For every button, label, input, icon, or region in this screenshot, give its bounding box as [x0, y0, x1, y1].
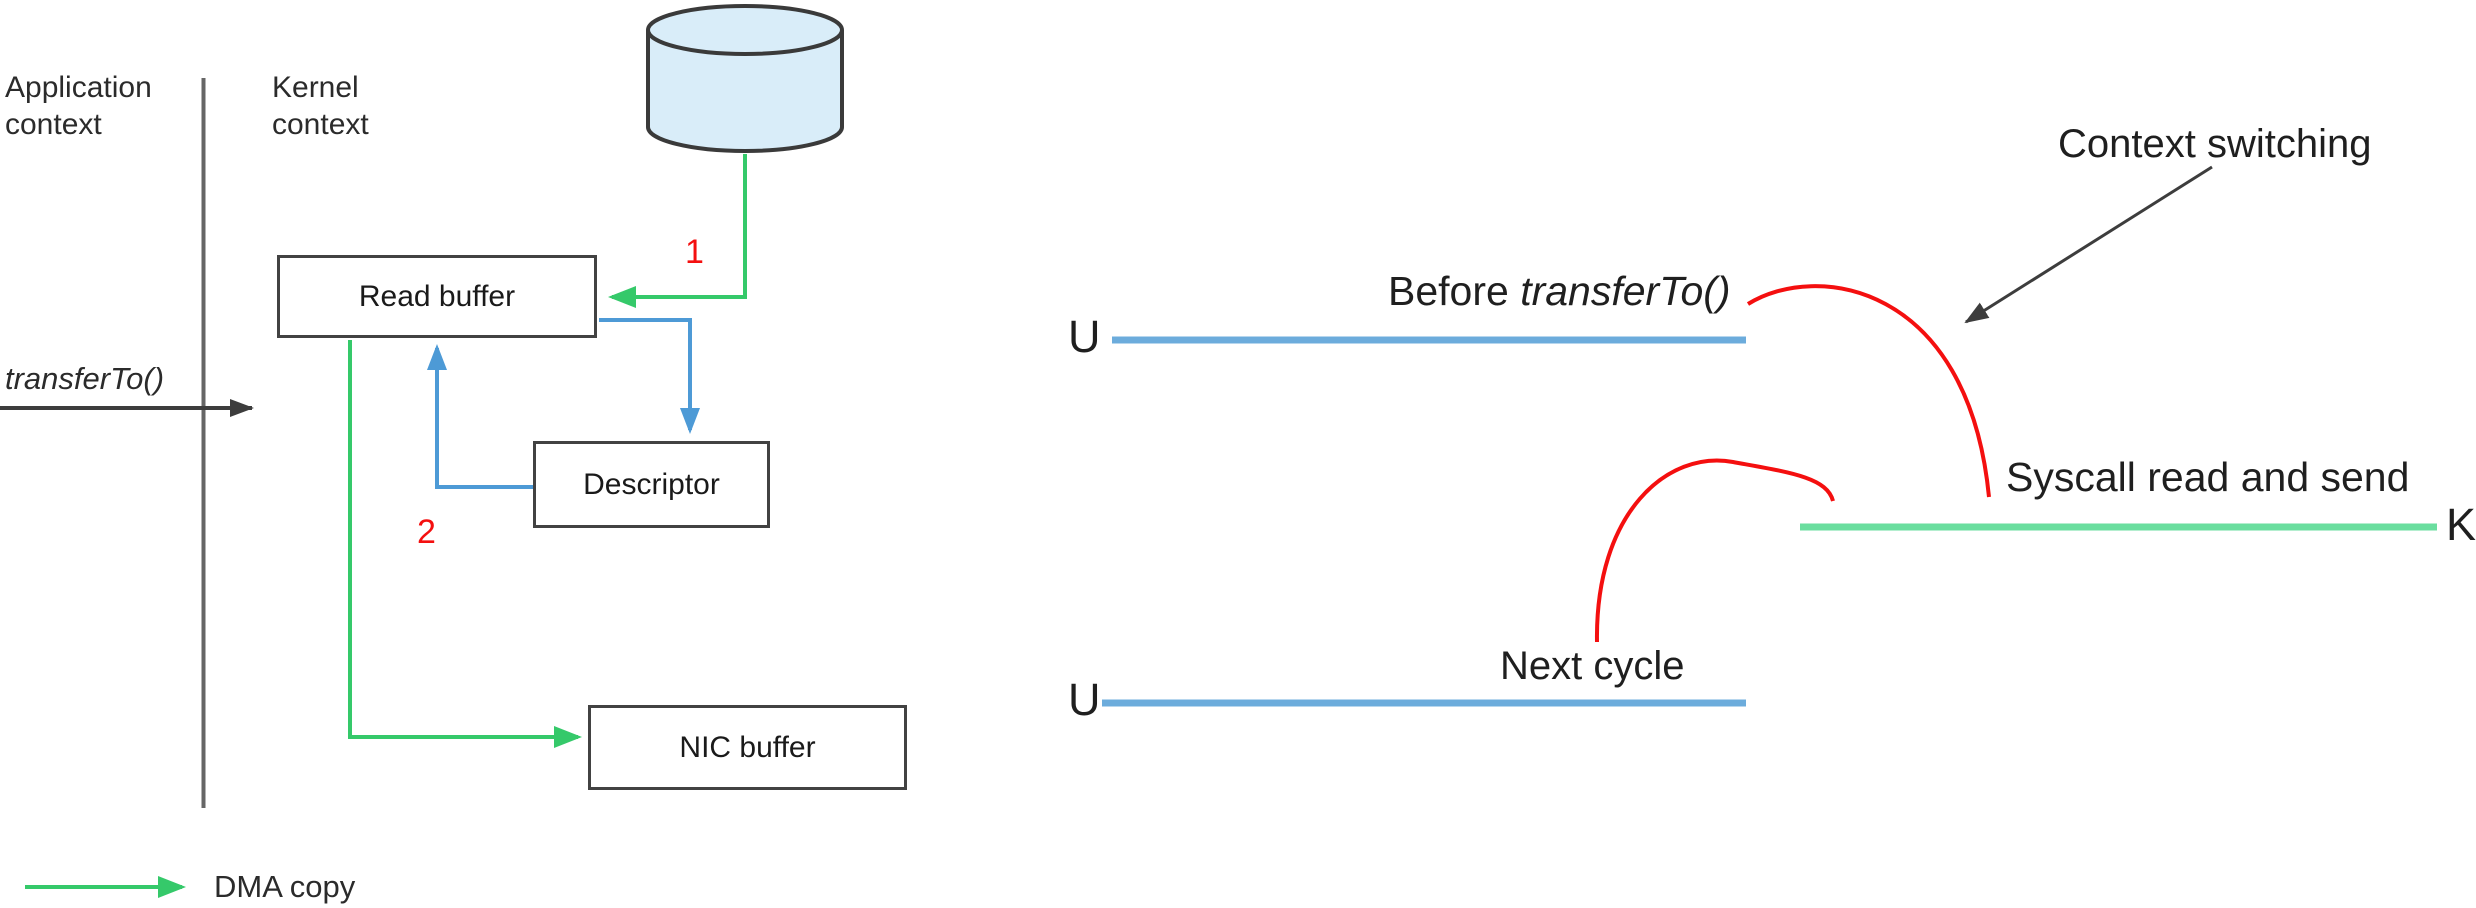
step-1-label: 1 — [685, 233, 704, 271]
before-transferto-method: transferTo() — [1520, 268, 1731, 314]
step-2-label: 2 — [417, 513, 436, 551]
dma-copy-legend-label: DMA copy — [214, 869, 356, 904]
nic-buffer-box: NIC buffer — [588, 705, 907, 790]
context-switching-pointer-arrow — [1964, 165, 2213, 324]
descriptor-label: Descriptor — [583, 467, 720, 501]
syscall-read-send-label: Syscall read and send — [2006, 454, 2410, 500]
application-context-label: Application context — [5, 71, 152, 141]
arrow-read-buffer-to-descriptor — [599, 318, 700, 434]
user-mode-label-bottom: U — [1068, 674, 1101, 725]
read-buffer-label: Read buffer — [358, 279, 516, 313]
next-cycle-label: Next cycle — [1500, 644, 1685, 688]
nic-buffer-label: NIC buffer — [679, 730, 816, 764]
disk-icon — [646, 4, 844, 153]
dma-arrow-disk-to-read-buffer — [608, 154, 747, 308]
disk-top — [646, 4, 844, 56]
user-mode-label-top: U — [1068, 311, 1101, 362]
kernel-mode-label: K — [2446, 499, 2476, 550]
dma-arrow-read-buffer-to-nic — [348, 340, 582, 748]
transferto-label: transferTo() — [5, 361, 165, 396]
read-buffer-box: Read buffer — [277, 255, 597, 338]
kernel-context-label: Kernel context — [272, 71, 369, 141]
before-transferto-prefix: Before — [1388, 268, 1521, 314]
switch-arc-kernel-to-user — [1594, 458, 1835, 643]
descriptor-box: Descriptor — [533, 441, 770, 528]
disk-body — [646, 30, 844, 153]
context-switching-label: Context switching — [2058, 122, 2372, 166]
switch-arc-user-to-kernel — [1746, 284, 1991, 498]
arrow-descriptor-to-read-buffer — [427, 344, 533, 489]
before-transferto-label: Before transferTo() — [1388, 266, 1731, 316]
